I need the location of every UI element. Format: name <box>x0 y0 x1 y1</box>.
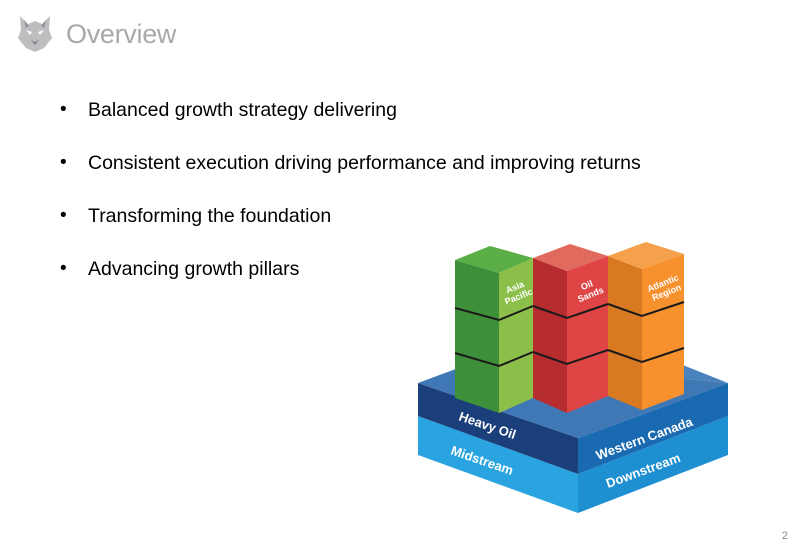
list-item: •Transforming the foundation <box>60 205 332 227</box>
page-title: Overview <box>66 19 177 49</box>
page-number: 2 <box>781 530 788 542</box>
company-logo <box>14 12 56 54</box>
pillar-label-line1: Oil <box>579 278 594 292</box>
list-item: •Balanced growth strategy delivering <box>60 99 397 121</box>
list-item: •Advancing growth pillars <box>60 258 300 280</box>
list-item: •Consistent execution driving performanc… <box>60 152 641 174</box>
bullet-list: •Balanced growth strategy delivering •Co… <box>58 96 641 308</box>
strategy-graphic: Asia Pacific Oil Sands Atlantic Region H… <box>410 238 740 513</box>
